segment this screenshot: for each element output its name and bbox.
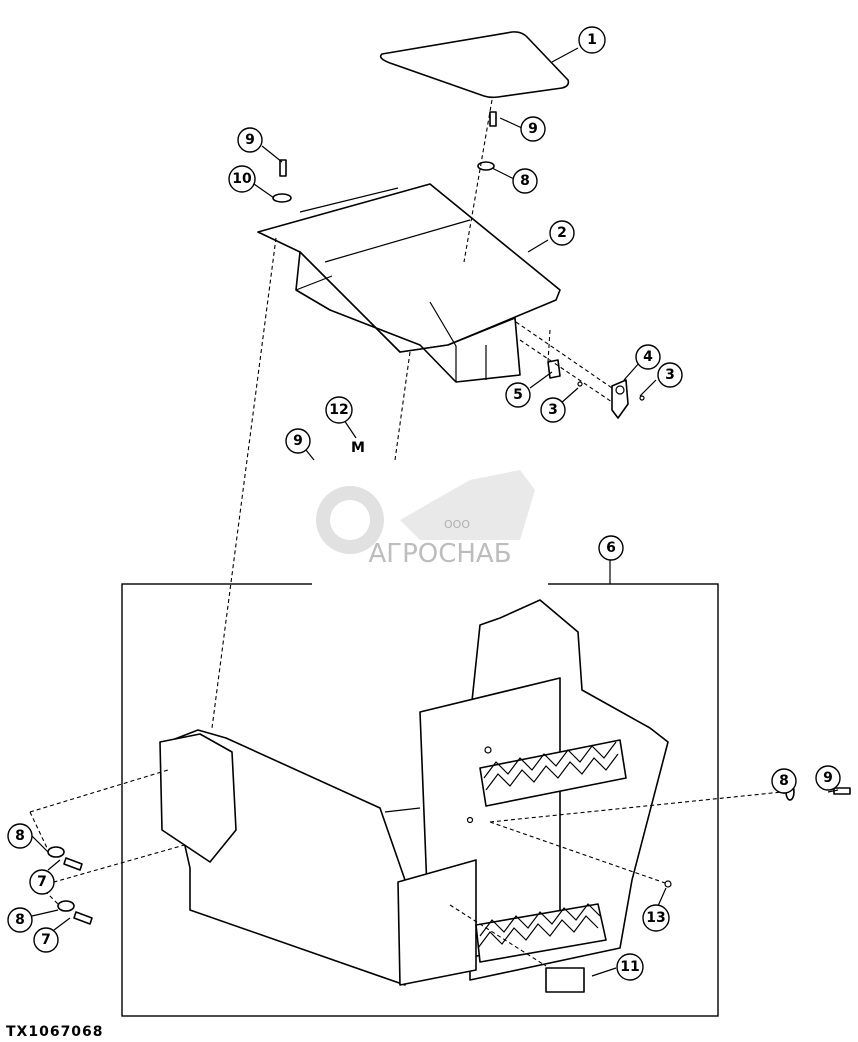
svg-text:7: 7 (41, 932, 51, 948)
svg-text:4: 4 (643, 349, 653, 365)
callout-4: 4 (635, 344, 661, 370)
callout-11: 11 (616, 953, 644, 981)
callout-8: 8 (7, 823, 33, 849)
callout-3: 3 (540, 397, 566, 423)
svg-text:6: 6 (606, 540, 616, 556)
svg-text:5: 5 (513, 387, 523, 403)
watermark-brand-text: АГРОСНАБ (368, 539, 511, 569)
watermark-logo: ООО АГРОСНАБ (296, 470, 556, 580)
svg-text:8: 8 (15, 828, 25, 844)
leader-lines (31, 47, 839, 977)
svg-text:9: 9 (823, 770, 833, 786)
callout-10: 10 (228, 165, 256, 193)
svg-text:8: 8 (779, 773, 789, 789)
callout-9: 9 (520, 116, 546, 142)
callout-8: 8 (771, 768, 797, 794)
step-assembly (159, 599, 669, 993)
watermark-small-text: ООО (444, 518, 470, 531)
svg-text:7: 7 (37, 874, 47, 890)
svg-text:3: 3 (665, 367, 675, 383)
step-panel-small (545, 967, 585, 993)
part-letter-m: M (351, 440, 365, 456)
callout-7: 7 (33, 927, 59, 953)
callout-9: 9 (285, 428, 311, 454)
svg-text:1: 1 (587, 32, 597, 48)
svg-text:3: 3 (548, 402, 558, 418)
figure-code: TX1067068 (6, 1024, 104, 1040)
console-housing (257, 183, 561, 383)
svg-text:12: 12 (329, 402, 348, 418)
svg-text:13: 13 (646, 910, 665, 926)
svg-text:9: 9 (245, 132, 255, 148)
svg-text:8: 8 (520, 173, 530, 189)
callout-3: 3 (657, 362, 683, 388)
svg-text:8: 8 (15, 912, 25, 928)
assembly-lines (29, 99, 783, 967)
callout-13: 13 (642, 904, 670, 932)
svg-text:9: 9 (293, 433, 303, 449)
callout-9: 9 (815, 765, 841, 791)
callout-9: 9 (237, 127, 263, 153)
svg-text:10: 10 (232, 171, 252, 187)
svg-text:11: 11 (620, 959, 639, 975)
callout-8: 8 (7, 907, 33, 933)
callout-6: 6 (598, 535, 624, 561)
callout-1: 1 (578, 26, 606, 54)
svg-text:9: 9 (528, 121, 538, 137)
svg-text:2: 2 (557, 225, 567, 241)
cover-plate (379, 31, 570, 99)
callout-5: 5 (505, 382, 531, 408)
callout-12: 12 (325, 396, 353, 424)
callout-8: 8 (512, 168, 538, 194)
callout-2: 2 (549, 220, 575, 246)
hardware (47, 111, 851, 925)
callout-7: 7 (29, 869, 55, 895)
